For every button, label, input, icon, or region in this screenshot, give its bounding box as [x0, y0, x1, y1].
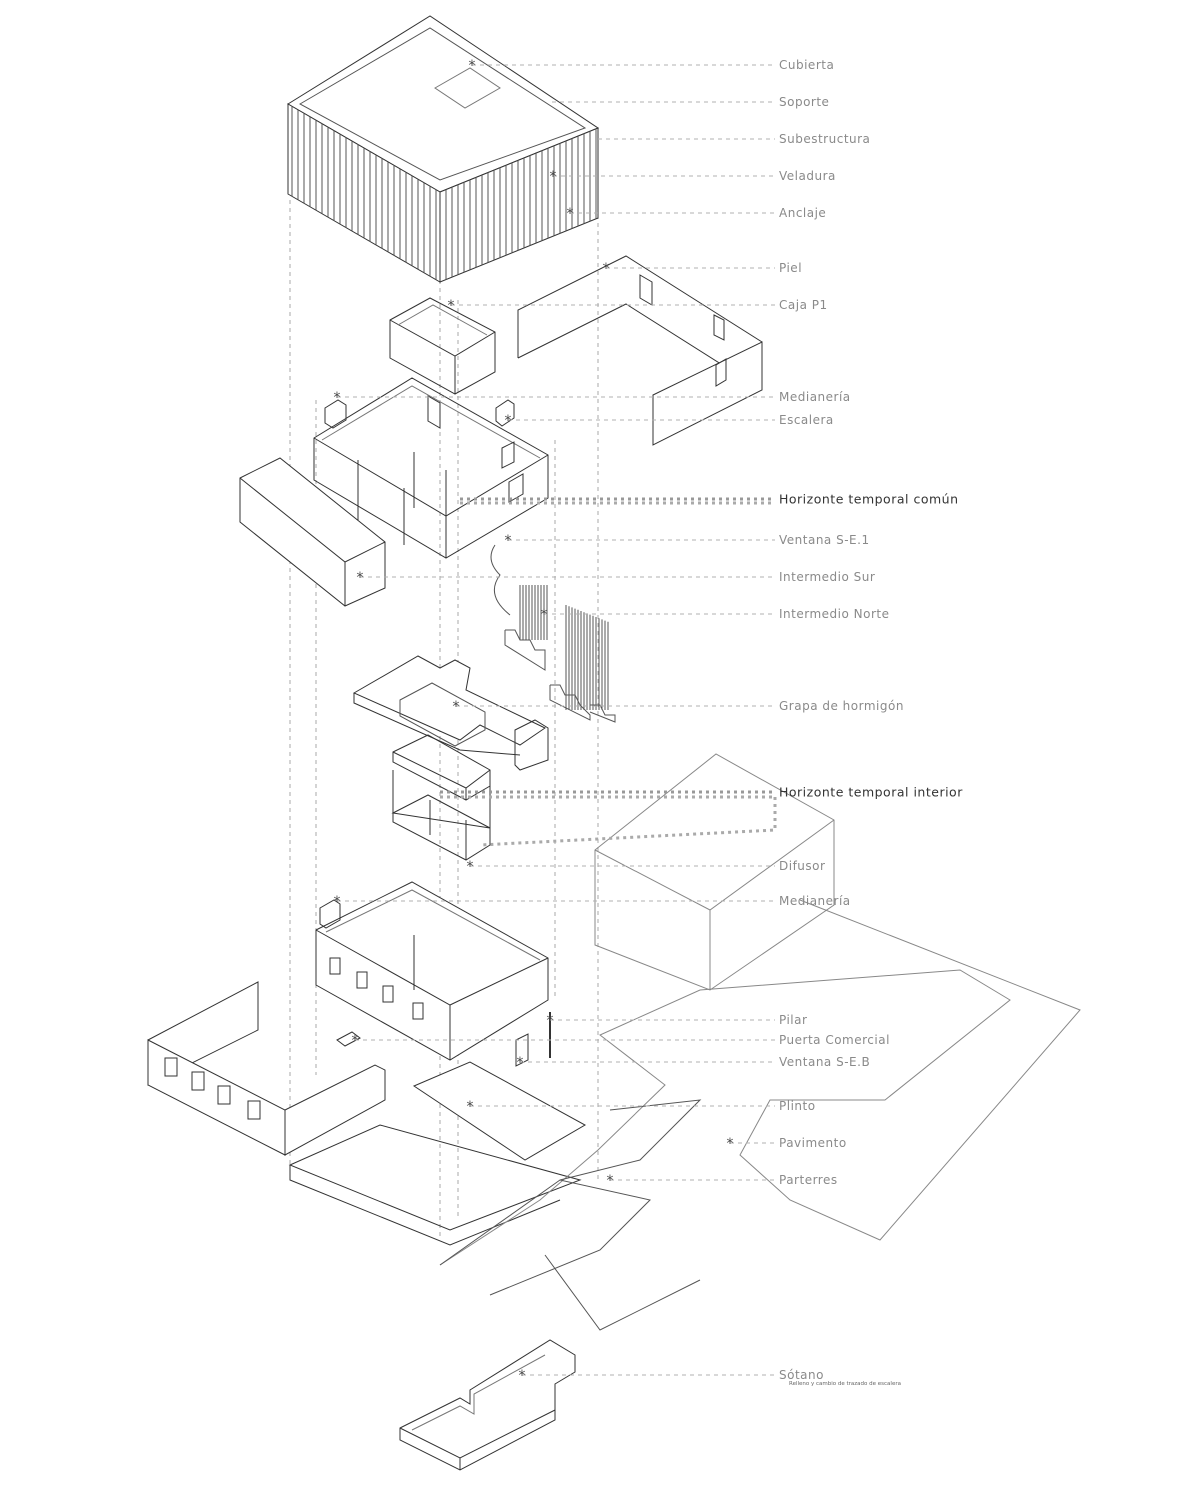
asterisk-marker: *	[545, 1012, 555, 1029]
sotano-note: Relleno y cambio de trazado de escalera	[789, 1381, 901, 1387]
asterisk-marker: *	[332, 389, 342, 406]
neighbour-block	[594, 753, 835, 991]
label-leaders	[337, 64, 775, 1376]
asterisk-marker: *	[465, 858, 475, 875]
asterisk-marker: *	[451, 698, 461, 715]
component-label: Veladura	[779, 169, 836, 183]
component-label: Pilar	[779, 1013, 808, 1027]
asterisk-marker: *	[515, 1054, 525, 1071]
component-label: Horizonte temporal común	[779, 491, 959, 507]
component-label: Puerta Comercial	[779, 1033, 890, 1047]
piel-ground	[147, 981, 386, 1156]
asterisk-marker: *	[465, 1098, 475, 1115]
asterisk-marker: *	[517, 1367, 527, 1384]
component-label: Escalera	[779, 413, 834, 427]
component-label: Ventana S-E.B	[779, 1055, 871, 1069]
asterisk-marker: *	[539, 606, 549, 623]
component-label: Caja P1	[779, 298, 828, 312]
roof-cubierta	[287, 15, 600, 283]
component-label: Anclaje	[779, 206, 827, 220]
component-label: Intermedio Norte	[779, 607, 890, 621]
component-label: Cubierta	[779, 58, 835, 72]
asterisk-marker: *	[467, 57, 477, 74]
component-label: Intermedio Sur	[779, 570, 876, 584]
asterisk-marker: *	[725, 1135, 735, 1152]
stairs-and-slats	[490, 544, 616, 723]
component-label: Medianería	[779, 390, 851, 404]
ground-floor	[315, 881, 551, 1067]
piel-wall	[517, 255, 763, 446]
asterisk-marker: *	[601, 260, 611, 277]
asterisk-marker: *	[355, 569, 365, 586]
asterisk-marker: *	[446, 297, 456, 314]
component-label: Pavimento	[779, 1136, 847, 1150]
plinto-pavimento	[288, 899, 1081, 1331]
component-label: Subestructura	[779, 132, 871, 146]
component-label: Grapa de hormigón	[779, 699, 904, 713]
component-label: Sótano	[779, 1368, 824, 1382]
grapa-hormigon	[352, 655, 549, 771]
asterisk-marker: *	[503, 412, 513, 429]
asterisk-marker: *	[548, 168, 558, 185]
upper-floor	[313, 377, 549, 559]
asterisk-marker: *	[350, 1032, 360, 1049]
component-label: Soporte	[779, 95, 830, 109]
asterisk-marker: *	[332, 893, 342, 910]
component-label: Medianería	[779, 894, 851, 908]
component-label: Ventana S-E.1	[779, 533, 870, 547]
sotano	[399, 1339, 576, 1471]
component-label: Plinto	[779, 1099, 816, 1113]
caja-p1	[389, 297, 496, 395]
difusor-boxes	[391, 734, 491, 861]
asterisk-marker: *	[503, 532, 513, 549]
component-label: Horizonte temporal interior	[779, 784, 963, 800]
component-label: Difusor	[779, 859, 826, 873]
intermedio-sur-wall	[239, 457, 386, 607]
asterisk-marker: *	[565, 205, 575, 222]
asterisk-marker: *	[605, 1172, 615, 1189]
component-label: Parterres	[779, 1173, 838, 1187]
component-label: Piel	[779, 261, 803, 275]
